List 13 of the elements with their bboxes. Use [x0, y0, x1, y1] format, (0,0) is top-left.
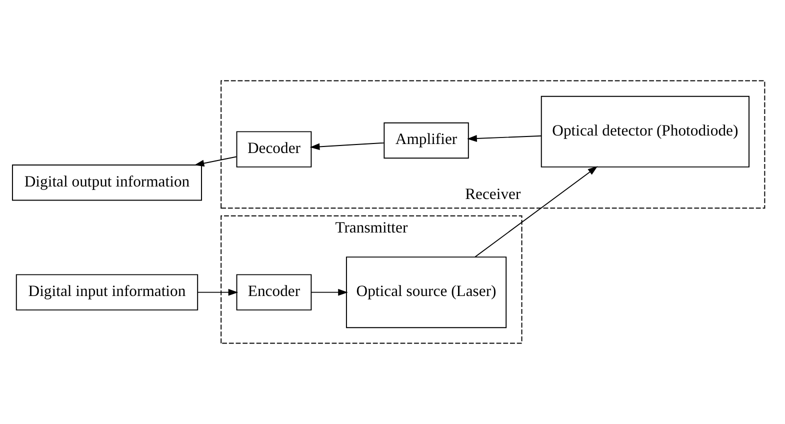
arrow	[474, 166, 598, 258]
node-box: Optical detector (Photodiode)	[540, 96, 750, 168]
arrow	[194, 156, 237, 167]
arrow	[467, 135, 542, 142]
node-box: Encoder	[236, 274, 312, 310]
node-box: Amplifier	[384, 122, 469, 159]
node-box: Decoder	[236, 131, 312, 168]
arrow	[310, 142, 384, 150]
arrow	[197, 288, 238, 296]
node-box: Optical source (Laser)	[346, 256, 507, 328]
node-box: Digital output information	[12, 164, 202, 201]
arrow	[310, 288, 348, 296]
node-box: Digital input information	[16, 274, 198, 310]
